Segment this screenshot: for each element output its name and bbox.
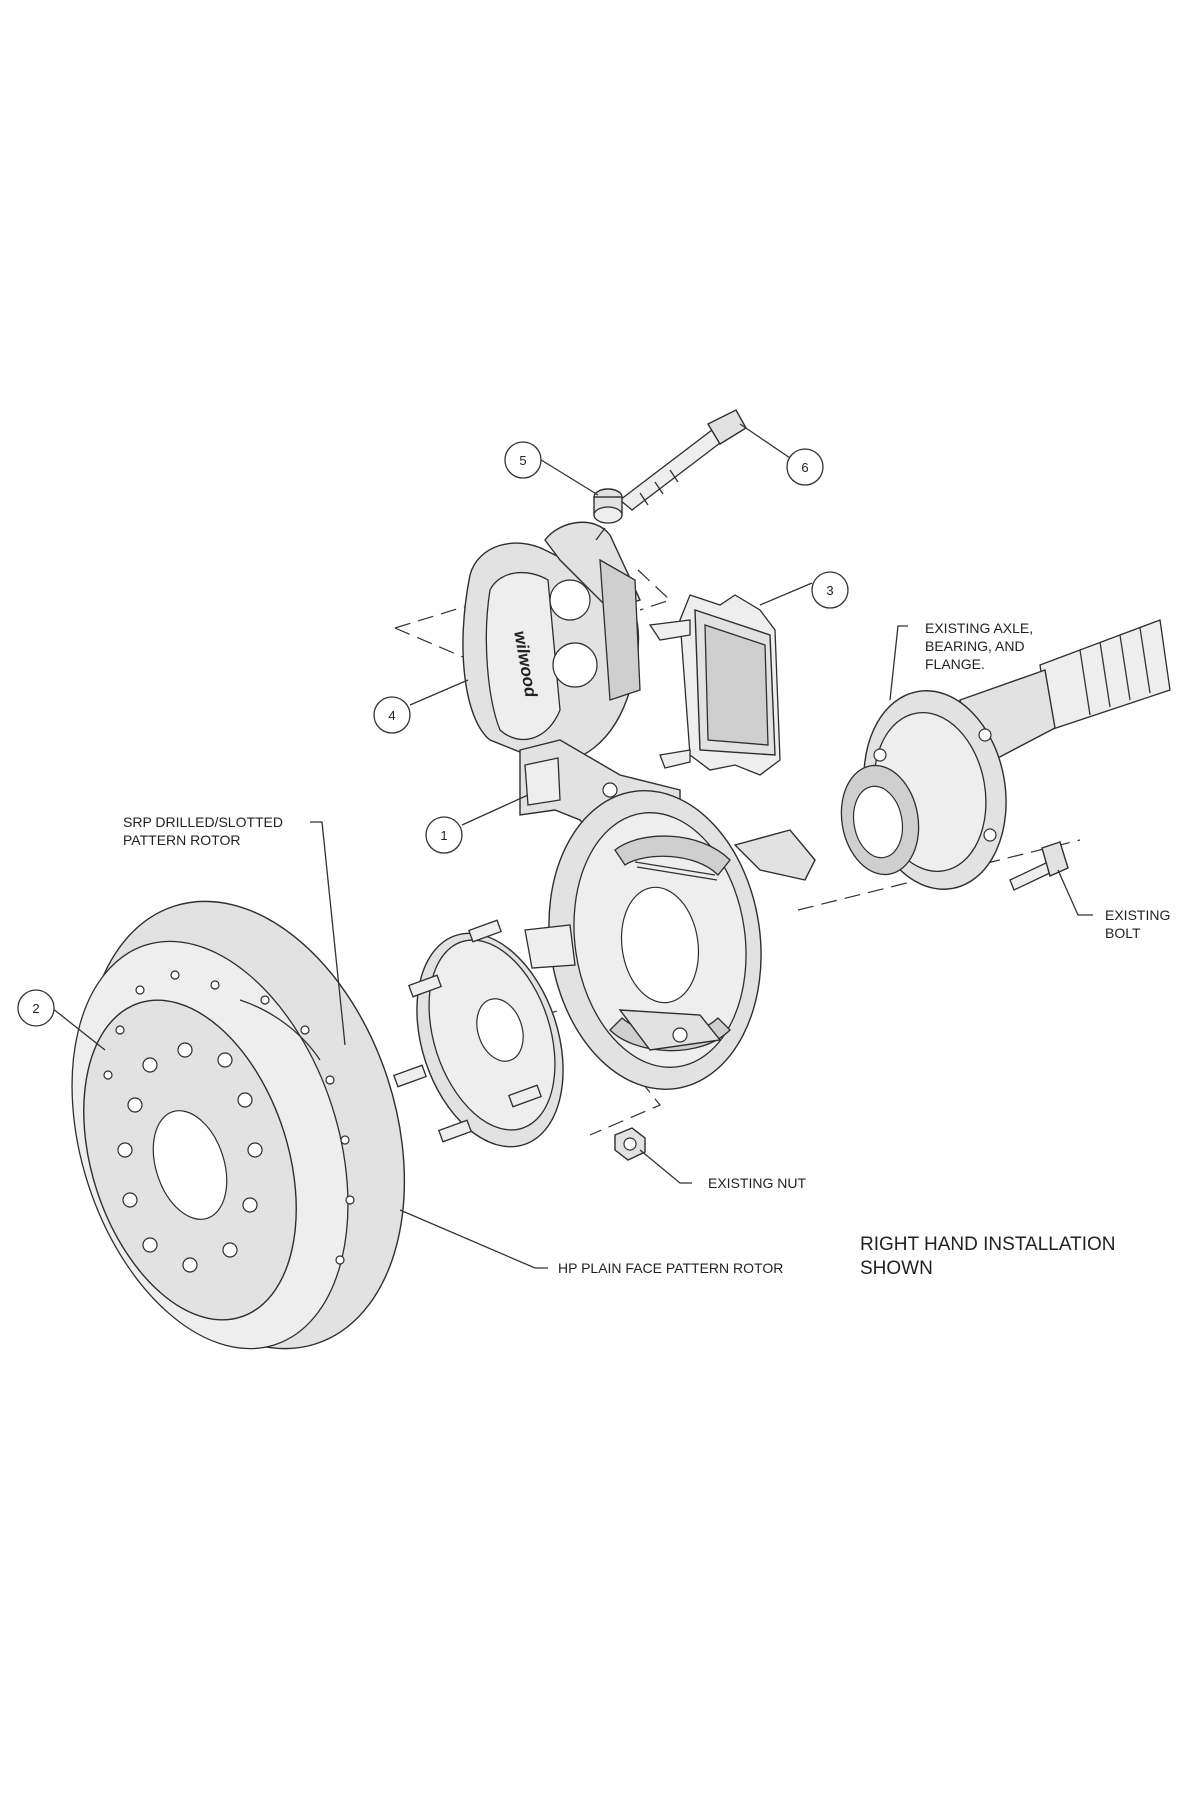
svg-text:BOLT: BOLT — [1105, 925, 1141, 941]
svg-text:PATTERN ROTOR: PATTERN ROTOR — [123, 832, 240, 848]
svg-text:2: 2 — [32, 1001, 39, 1016]
label-existing-bolt: EXISTING BOLT — [1105, 907, 1170, 941]
callout-4: 4 — [373, 696, 411, 734]
svg-text:BEARING, AND: BEARING, AND — [925, 638, 1025, 654]
callout-5: 5 — [504, 441, 542, 479]
svg-text:FLANGE.: FLANGE. — [925, 656, 985, 672]
label-srp-rotor: SRP DRILLED/SLOTTED PATTERN ROTOR — [123, 814, 283, 848]
installation-note: RIGHT HAND INSTALLATION SHOWN — [860, 1234, 1115, 1279]
caliper: wilwood — [462, 521, 641, 763]
existing-axle-assembly — [840, 619, 1171, 890]
rotor-drilled-holes — [103, 970, 355, 1265]
svg-text:EXISTING AXLE,: EXISTING AXLE, — [925, 620, 1033, 636]
svg-text:SRP DRILLED/SLOTTED: SRP DRILLED/SLOTTED — [123, 814, 283, 830]
existing-bolt — [1009, 841, 1069, 891]
brake-pad — [648, 594, 781, 776]
svg-text:6: 6 — [801, 460, 808, 475]
svg-text:RIGHT HAND INSTALLATION: RIGHT HAND INSTALLATION — [860, 1234, 1115, 1255]
callout-3: 3 — [811, 571, 849, 609]
label-hp-rotor: HP PLAIN FACE PATTERN ROTOR — [558, 1260, 783, 1276]
rotor-bolt-holes — [117, 1042, 263, 1273]
hub-adapter — [393, 919, 564, 1148]
callout-1: 1 — [425, 816, 463, 854]
svg-text:1: 1 — [440, 828, 447, 843]
svg-text:EXISTING: EXISTING — [1105, 907, 1170, 923]
existing-nut — [614, 1127, 646, 1161]
caliper-bolt — [618, 409, 747, 511]
svg-text:SHOWN: SHOWN — [860, 1258, 933, 1279]
callout-6: 6 — [786, 448, 824, 486]
label-existing-nut: EXISTING NUT — [708, 1175, 806, 1191]
svg-text:4: 4 — [388, 708, 395, 723]
rotor — [71, 900, 406, 1350]
svg-text:3: 3 — [826, 583, 833, 598]
svg-text:5: 5 — [519, 453, 526, 468]
callout-2: 2 — [17, 989, 55, 1027]
leader-lines — [51, 423, 1093, 1269]
parking-brake-assembly — [524, 790, 816, 1090]
label-existing-axle: EXISTING AXLE, BEARING, AND FLANGE. — [925, 620, 1033, 672]
spacer-sleeve — [593, 488, 623, 524]
